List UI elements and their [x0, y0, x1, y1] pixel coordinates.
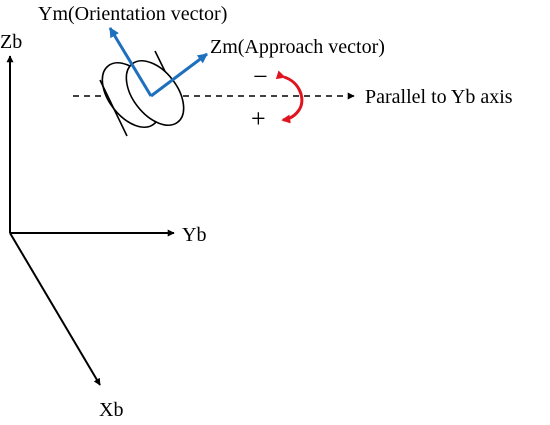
rotation-arrow: [275, 70, 304, 124]
xb-axis: [9, 232, 101, 386]
tool-disk: [99, 50, 185, 137]
zm-label: Zm(Approach vector): [210, 36, 385, 58]
plus-sign: +: [251, 104, 266, 133]
ym-label: Ym(Orientation vector): [38, 3, 227, 25]
zb-label: Zb: [0, 31, 22, 53]
yb-label: Yb: [182, 224, 206, 246]
tool-vectors: [108, 27, 208, 98]
base-frame: Zb Yb Xb: [0, 31, 206, 421]
ym-vector: [108, 27, 153, 97]
xb-label: Xb: [99, 399, 123, 421]
minus-sign: −: [253, 62, 268, 91]
parallel-label: Parallel to Yb axis: [365, 86, 513, 108]
zm-vector: [150, 52, 208, 98]
